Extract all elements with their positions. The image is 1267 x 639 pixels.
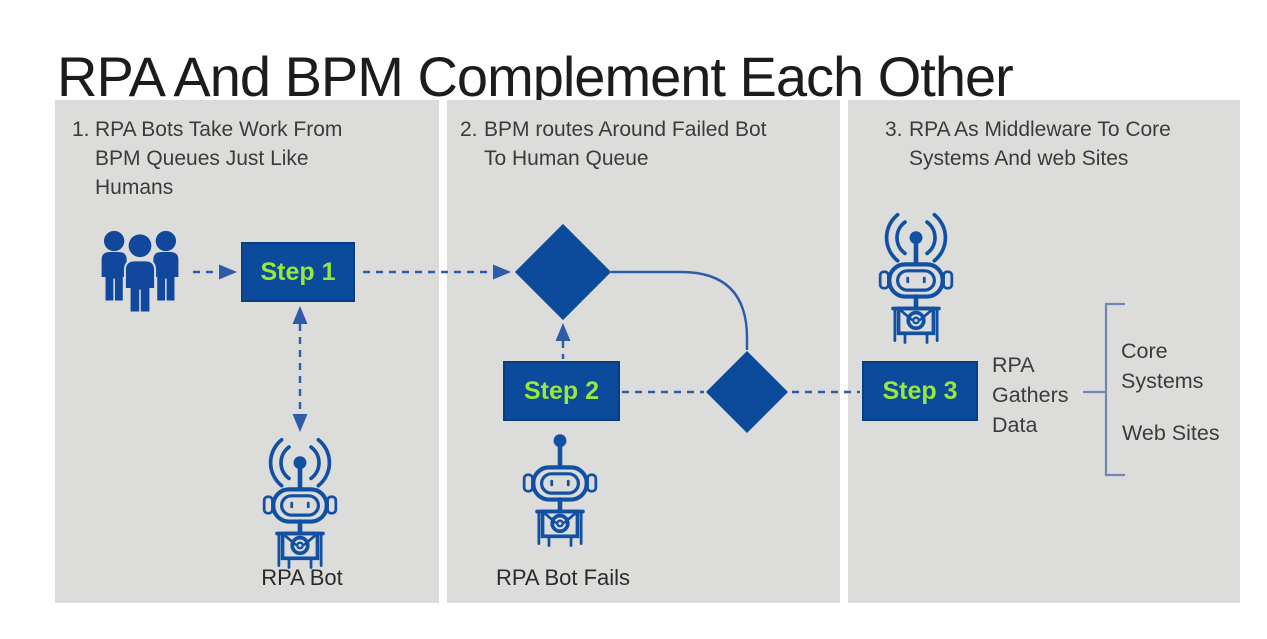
curve-diamond1-to-diamond2	[611, 270, 749, 350]
web-sites-label: Web Sites	[1122, 421, 1220, 445]
panel3-number: 3.	[885, 118, 903, 141]
rpa-bot-caption: RPA Bot	[261, 565, 343, 590]
rpa-gathers-data-label: RPA Gathers Data	[992, 353, 1069, 437]
rpa-bot-signal-icon	[870, 212, 962, 348]
step1-box: Step 1	[241, 242, 355, 302]
diagram-canvas: 1. RPA Bots Take Work From BPM Queues Ju…	[55, 100, 1240, 603]
core-systems-label: Core Systems	[1121, 339, 1204, 393]
bracket-core-systems-web-sites	[1104, 302, 1125, 477]
panel2-heading: BPM routes Around Failed Bot To Human Qu…	[484, 118, 767, 170]
panel2-number: 2.	[460, 118, 478, 141]
step3-label: Step 3	[882, 376, 958, 405]
rpa-bot-signal-icon	[254, 437, 346, 573]
arrowhead-up-icon	[292, 306, 308, 324]
step2-label: Step 2	[523, 376, 600, 405]
panel-bpm-routes-around-failed-bot	[447, 100, 840, 603]
page-title: RPA And BPM Complement Each Other	[57, 44, 1014, 108]
step3-box: Step 3	[862, 361, 978, 421]
arrowhead-up-icon	[555, 323, 571, 341]
panel3-heading: RPA As Middleware To Core Systems And we…	[909, 118, 1171, 170]
people-group-icon	[93, 226, 187, 314]
step1-label: Step 1	[260, 257, 336, 286]
arrowhead-down-icon	[292, 414, 308, 432]
step2-box: Step 2	[503, 361, 620, 421]
connector-lines	[193, 264, 1125, 477]
arrowhead-right-icon	[493, 264, 511, 280]
arrowhead-right-icon	[219, 264, 237, 280]
panel-rpa-bots-take-work	[55, 100, 439, 603]
panel1-heading: RPA Bots Take Work From BPM Queues Just …	[95, 118, 343, 199]
rpa-bot-no-signal-icon	[514, 415, 606, 551]
rpa-bot-fails-caption: RPA Bot Fails	[495, 565, 631, 590]
panel-rpa-as-middleware	[848, 100, 1240, 603]
panel1-number: 1.	[72, 118, 90, 141]
